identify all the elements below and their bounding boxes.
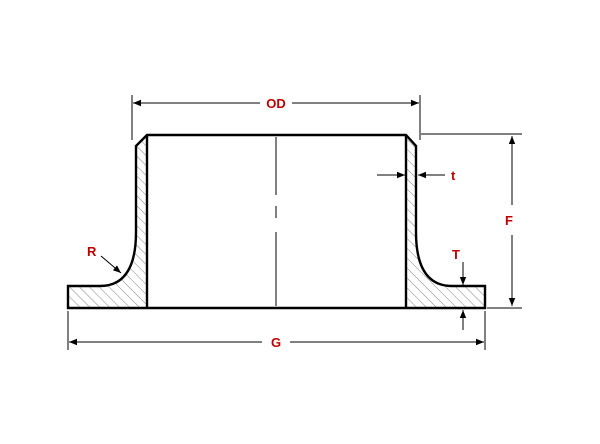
r-leader bbox=[100, 255, 122, 274]
label-t-large: T bbox=[452, 247, 460, 262]
g-dimension bbox=[67, 311, 486, 350]
f-dimension bbox=[421, 133, 522, 309]
label-f: F bbox=[505, 213, 513, 228]
label-od: OD bbox=[266, 96, 286, 111]
label-r: R bbox=[87, 244, 97, 259]
part-outline bbox=[66, 133, 487, 310]
left-wall-section bbox=[68, 135, 147, 308]
label-t-small: t bbox=[451, 168, 456, 183]
label-g: G bbox=[271, 335, 281, 350]
od-dimension bbox=[131, 95, 421, 140]
right-wall-section bbox=[406, 135, 485, 308]
